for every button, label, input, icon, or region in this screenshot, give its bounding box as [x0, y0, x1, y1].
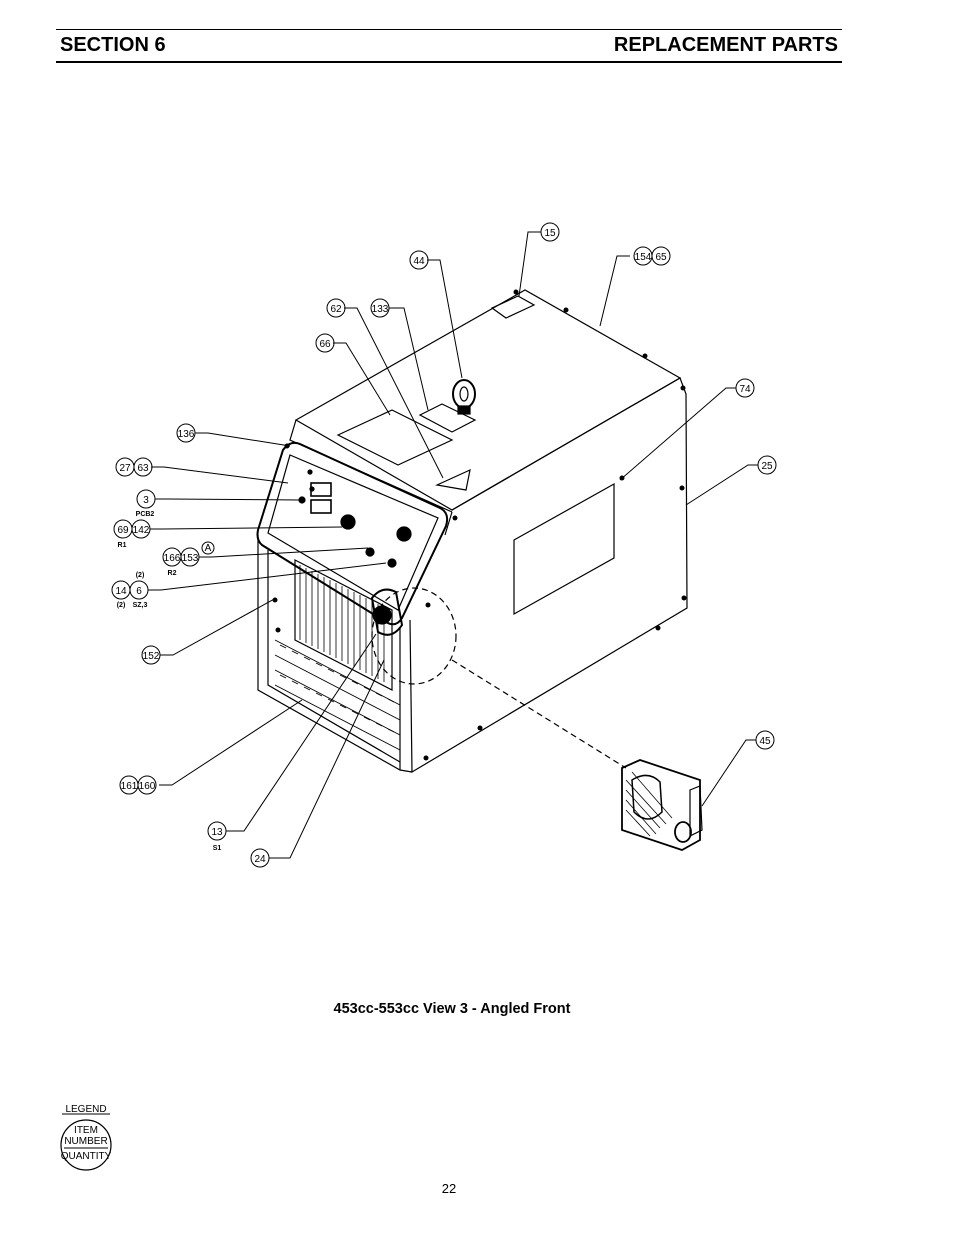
callout-66: 66 — [319, 339, 331, 350]
sublabel-pcb2: PCB2 — [136, 511, 155, 518]
machine-illustration — [256, 289, 703, 851]
callout-6: 6 — [136, 586, 142, 597]
leader-lines — [148, 231, 758, 859]
callout-133: 133 — [372, 304, 389, 315]
sublabel-r1: R1 — [118, 542, 127, 549]
legend-number: NUMBER — [64, 1136, 107, 1147]
callout-65: 65 — [655, 252, 667, 263]
callout-154: 154 — [635, 252, 652, 263]
callout-44: 44 — [413, 256, 425, 267]
callout-15: 15 — [544, 228, 556, 239]
callout-74: 74 — [739, 384, 751, 395]
callout-13: 13 — [211, 827, 223, 838]
callout-62: 62 — [330, 304, 342, 315]
callout-69: 69 — [117, 525, 129, 536]
callout-45: 45 — [759, 736, 771, 747]
callout-14: 14 — [115, 586, 127, 597]
callout-24: 24 — [254, 854, 266, 865]
legend-title: LEGEND — [65, 1104, 106, 1115]
section-number: SECTION 6 — [60, 34, 166, 56]
legend: LEGEND ITEM NUMBER QUANTITY — [60, 1104, 112, 1171]
callout-152: 152 — [143, 651, 160, 662]
callout-27: 27 — [119, 463, 131, 474]
callout-161: 161 — [121, 781, 138, 792]
legend-quantity: QUANTITY — [61, 1151, 112, 1162]
sublabel-r2: R2 — [168, 570, 177, 577]
callout-160: 160 — [139, 781, 156, 792]
section-title: REPLACEMENT PARTS — [613, 34, 838, 56]
callout-25: 25 — [761, 461, 773, 472]
legend-item: ITEM — [74, 1125, 98, 1136]
callout-3: 3 — [143, 495, 149, 506]
callout-153: 153 — [182, 553, 199, 564]
sublabel-qty-2: (2) — [136, 572, 145, 579]
section-header: SECTION 6 REPLACEMENT PARTS — [56, 29, 842, 63]
callout-142: 142 — [133, 525, 150, 536]
figure-caption: 453cc-553cc View 3 - Angled Front — [333, 1001, 571, 1017]
callout-166: 166 — [164, 553, 181, 564]
sublabel-s1: S1 — [213, 845, 222, 852]
callout-bubbles — [111, 222, 777, 868]
page-number: 22 — [441, 1181, 457, 1196]
callout-a: A — [205, 543, 212, 554]
callout-136: 136 — [178, 429, 195, 440]
sublabel-qty-2b: (2) — [117, 602, 126, 609]
sublabel-sz3: SZ,3 — [133, 602, 148, 609]
callout-63: 63 — [137, 463, 149, 474]
